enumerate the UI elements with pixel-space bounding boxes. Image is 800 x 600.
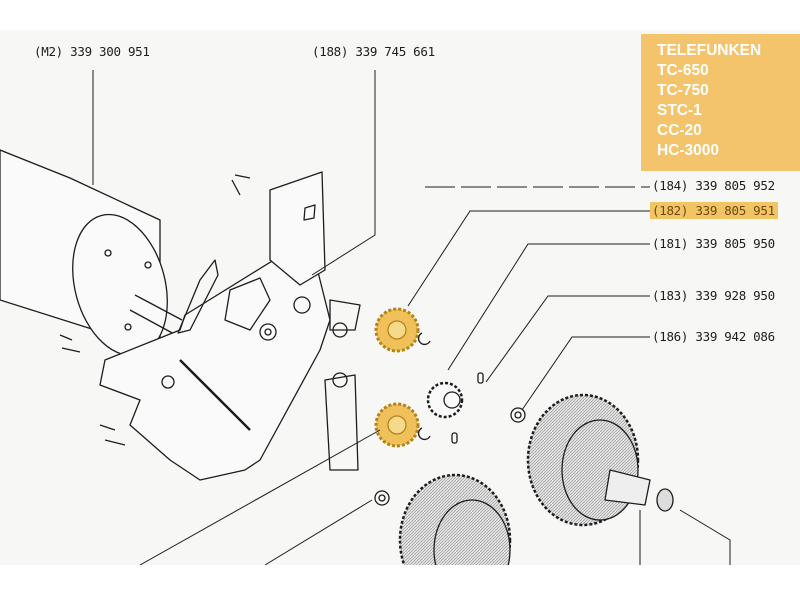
- part-label-188: (188) 339 745 661: [312, 44, 435, 59]
- leader-lines: [92, 70, 731, 565]
- part-label-183: (183) 339 928 950: [652, 288, 775, 303]
- model-name: CC-20: [657, 122, 702, 139]
- brand-name: TELEFUNKEN: [657, 42, 762, 59]
- model-name: HC-3000: [657, 142, 720, 159]
- part-ref: (M2): [34, 44, 63, 59]
- part-number: 339 300 951: [70, 44, 150, 59]
- part-label-184: (184) 339 805 952: [652, 178, 775, 193]
- reel-gear-left: [398, 473, 512, 565]
- part-ref: (183): [652, 288, 689, 303]
- part-label-182-highlighted: (182) 339 805 951: [650, 202, 778, 219]
- model-name: TC-750: [657, 82, 709, 99]
- model-name: TC-650: [657, 62, 709, 79]
- reel-gear-right: [526, 393, 674, 527]
- part-label-186: (186) 339 942 086: [652, 329, 775, 344]
- part-number: 339 805 951: [695, 203, 775, 218]
- part-ref: (188): [312, 44, 349, 59]
- motor-m2: [0, 149, 183, 361]
- part-ref: (184): [652, 178, 689, 193]
- part-number: 339 805 952: [695, 178, 775, 193]
- model-name: STC-1: [657, 102, 702, 119]
- part-label-181: (181) 339 805 950: [652, 236, 775, 251]
- chassis-plate: [59, 171, 361, 481]
- part-ref: (181): [652, 236, 689, 251]
- gear-181: [374, 332, 526, 506]
- part-number: 339 928 950: [695, 288, 775, 303]
- part-number: 339 942 086: [695, 329, 775, 344]
- part-number: 339 805 950: [695, 236, 775, 251]
- exploded-parts-diagram: TELEFUNKEN TC-650 TC-750 STC-1 CC-20 HC-…: [0, 30, 800, 565]
- part-ref: (182): [652, 203, 689, 218]
- part-ref: (186): [652, 329, 689, 344]
- part-number: 339 745 661: [355, 44, 435, 59]
- part-label-m2: (M2) 339 300 951: [34, 44, 150, 59]
- diagram-artwork: [0, 70, 731, 565]
- brand-model-box: TELEFUNKEN TC-650 TC-750 STC-1 CC-20 HC-…: [641, 34, 800, 171]
- gear-182-highlighted: [374, 307, 420, 448]
